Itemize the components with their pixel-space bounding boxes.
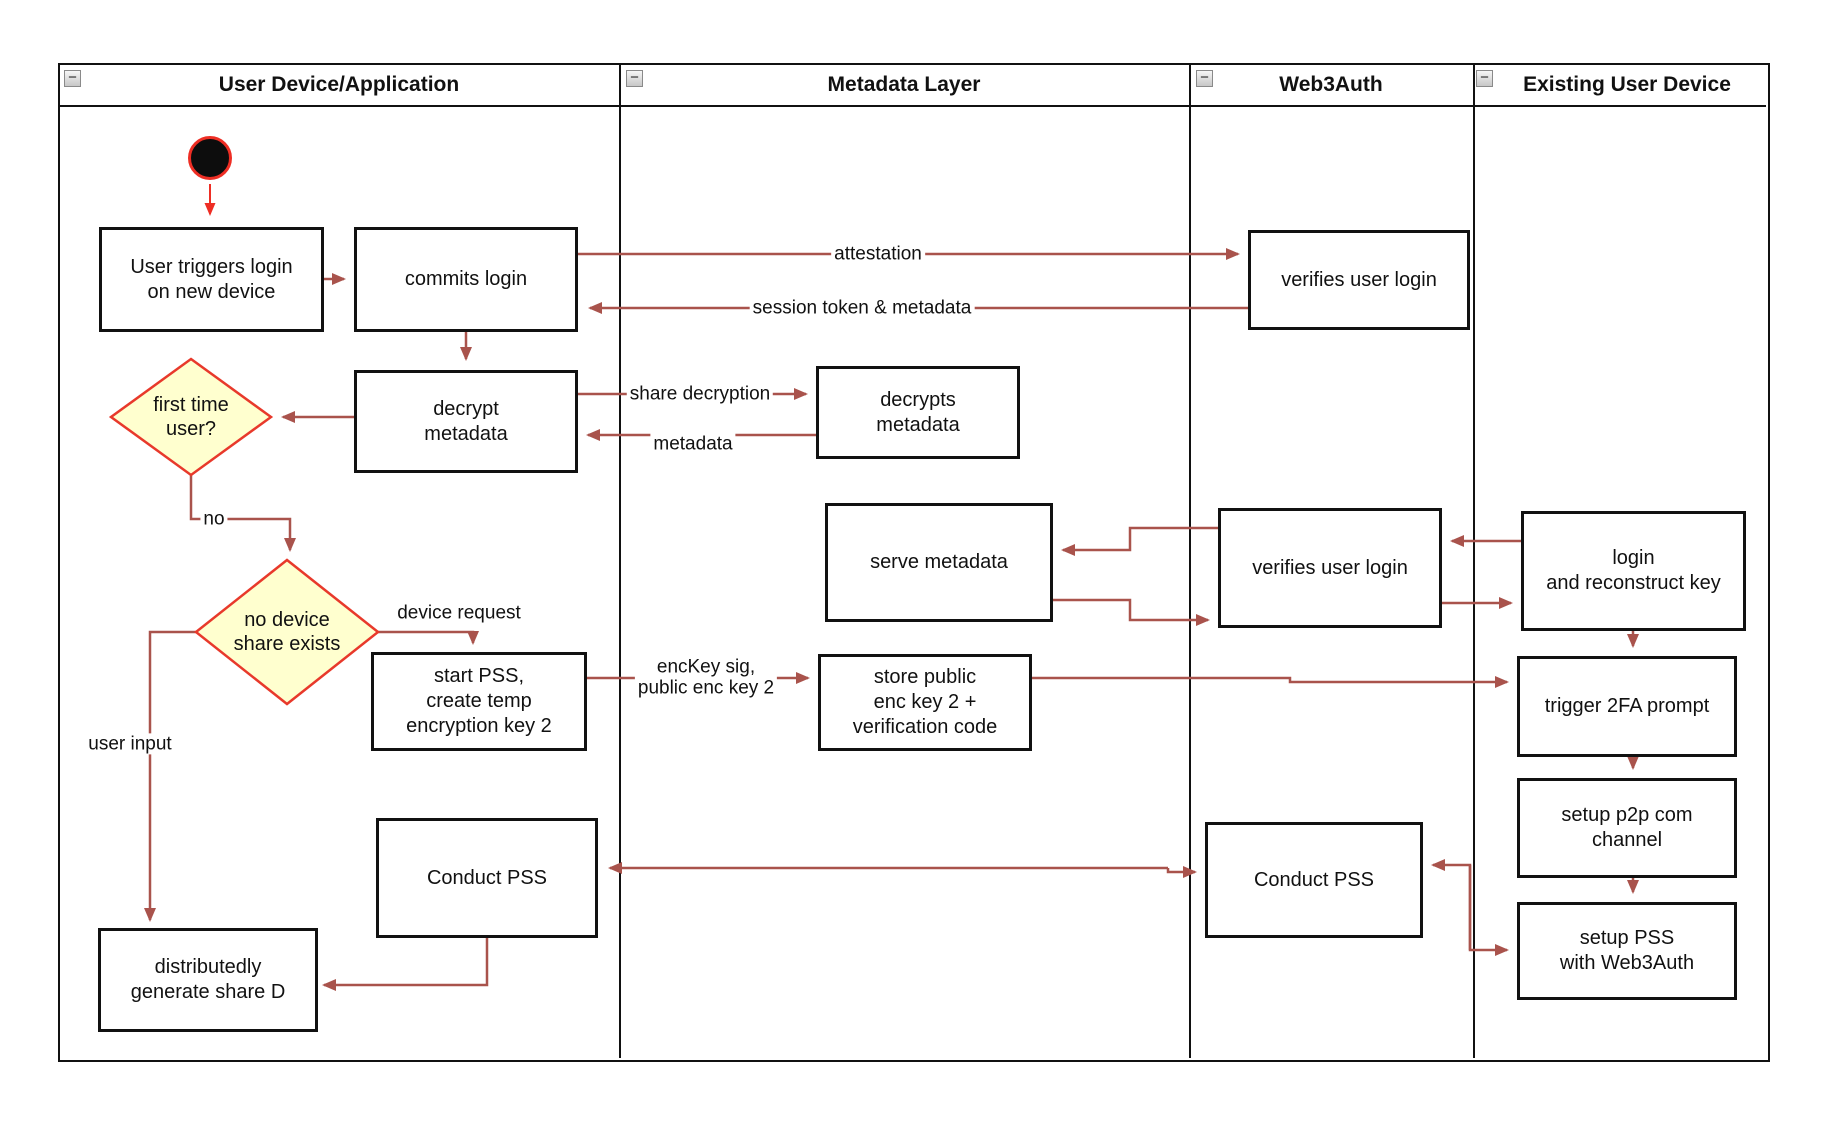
- edge-conduct-to-generate[interactable]: [322, 938, 489, 991]
- collapse-lane-icon[interactable]: −: [64, 70, 81, 87]
- lane-title-web3auth: Web3Auth: [1279, 73, 1383, 96]
- node-commits-login[interactable]: commits login: [354, 227, 578, 332]
- node-verifies-user-login-mid[interactable]: verifies user login: [1218, 508, 1442, 628]
- collapse-lane-icon[interactable]: −: [1476, 70, 1493, 87]
- decision-no-device-share-label: no device share exists: [233, 609, 341, 655]
- edge-serve-to-verifies[interactable]: [1053, 598, 1210, 626]
- node-conduct-pss-web3[interactable]: Conduct PSS: [1205, 822, 1423, 938]
- edge-user-input[interactable]: [144, 630, 196, 922]
- node-serve-metadata[interactable]: serve metadata: [825, 503, 1053, 622]
- lane-border-1: [619, 63, 621, 1058]
- lane-title-user-device: User Device/Application: [218, 73, 460, 96]
- edge-conduct-pss-rightward[interactable]: [1166, 866, 1197, 878]
- decision-first-time-user[interactable]: [108, 357, 274, 477]
- collapse-lane-icon[interactable]: −: [1196, 70, 1213, 87]
- edge-label-enckey: encKey sig, public enc key 2: [634, 656, 778, 700]
- edge-label-no: no: [200, 508, 228, 530]
- edge-conduct-to-setuppss[interactable]: [1468, 865, 1509, 956]
- edge-label-attestation: attestation: [831, 243, 925, 265]
- node-login-reconstruct-key[interactable]: login and reconstruct key: [1521, 511, 1746, 631]
- edge-label-metadata: metadata: [650, 433, 736, 455]
- node-setup-pss[interactable]: setup PSS with Web3Auth: [1517, 902, 1737, 1000]
- collapse-lane-icon[interactable]: −: [626, 70, 643, 87]
- lane-border-2: [1189, 63, 1191, 1058]
- diagram-frame: [58, 63, 1770, 1062]
- header-separator: [58, 105, 1766, 107]
- node-decrypt-metadata[interactable]: decrypt metadata: [354, 370, 578, 473]
- node-verifies-user-login-top[interactable]: verifies user login: [1248, 230, 1470, 330]
- edge-label-share-decryption: share decryption: [626, 383, 774, 405]
- node-decrypts-metadata[interactable]: decrypts metadata: [816, 366, 1020, 459]
- lane-title-existing-device: Existing User Device: [1523, 73, 1731, 96]
- node-start-pss[interactable]: start PSS, create temp encryption key 2: [371, 652, 587, 751]
- node-trigger-2fa[interactable]: trigger 2FA prompt: [1517, 656, 1737, 757]
- node-user-triggers-login[interactable]: User triggers login on new device: [99, 227, 324, 332]
- edge-verifies-to-serve[interactable]: [1061, 526, 1218, 556]
- decision-first-time-user-label: first time user?: [153, 394, 229, 440]
- edge-setuppss-to-conduct[interactable]: [1431, 859, 1472, 950]
- decision-no-device-share[interactable]: [193, 558, 381, 706]
- edge-store-to-2fa[interactable]: [1032, 676, 1509, 688]
- lane-border-3: [1473, 63, 1475, 1058]
- node-conduct-pss-user[interactable]: Conduct PSS: [376, 818, 598, 938]
- edge-label-session-token: session token & metadata: [749, 297, 975, 319]
- edge-label-user-input: user input: [85, 733, 175, 755]
- edge-no[interactable]: [189, 475, 296, 552]
- start-node[interactable]: [188, 136, 232, 180]
- node-setup-p2p[interactable]: setup p2p com channel: [1517, 778, 1737, 878]
- lane-title-metadata-layer: Metadata Layer: [827, 73, 981, 96]
- node-store-public-enc-key[interactable]: store public enc key 2 + verification co…: [818, 654, 1032, 751]
- edge-label-device-request: device request: [394, 602, 524, 624]
- edge-device-request[interactable]: [378, 630, 479, 645]
- node-generate-share-d[interactable]: distributedly generate share D: [98, 928, 318, 1032]
